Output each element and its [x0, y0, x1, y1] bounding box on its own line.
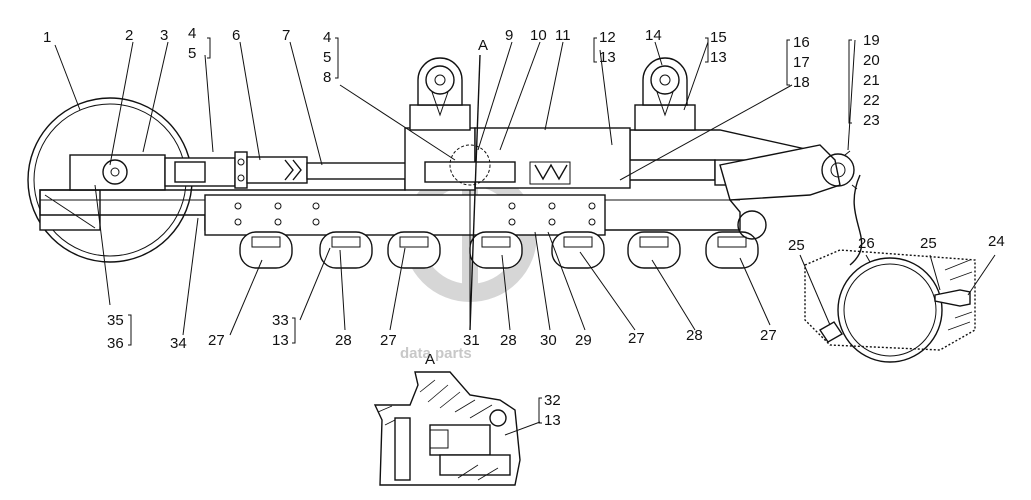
pivot-end: [719, 144, 858, 201]
carrier-roller-right: [634, 57, 696, 131]
callout-25-left: 25: [788, 237, 805, 254]
callout-36: 36: [107, 335, 124, 352]
callout-2: 2: [125, 27, 133, 44]
callout-16: 16: [793, 34, 810, 51]
callout-27-c: 27: [628, 330, 645, 347]
callout-27-a: 27: [208, 332, 225, 349]
callout-19: 19: [863, 32, 880, 49]
callout-8: 8: [323, 69, 331, 86]
callout-29: 29: [575, 332, 592, 349]
callout-1: 1: [43, 29, 51, 46]
idler-yoke: [69, 151, 248, 191]
callout-21: 21: [863, 72, 880, 89]
section-a-view: [373, 371, 542, 486]
leader-lines: [54, 37, 856, 346]
callout-15: 15: [710, 29, 727, 46]
callout-13-bottom: 13: [272, 332, 289, 349]
callout-31: 31: [463, 332, 480, 349]
callout-28-a: 28: [335, 332, 352, 349]
callout-14: 14: [645, 27, 662, 44]
callout-33: 33: [272, 312, 289, 329]
callout-5b: 5: [323, 49, 331, 66]
callout-3: 3: [160, 27, 168, 44]
callout-4: 4: [188, 25, 196, 42]
track-roller: [627, 231, 681, 269]
track-roller: [319, 231, 373, 269]
callout-35: 35: [107, 312, 124, 329]
section-marker-a: A: [478, 37, 488, 54]
recoil-cylinder: [246, 156, 408, 184]
callout-25-right: 25: [920, 235, 937, 252]
callout-24: 24: [988, 233, 1005, 250]
track-roller: [705, 231, 759, 269]
callout-28-b: 28: [500, 332, 517, 349]
callout-10: 10: [530, 27, 547, 44]
callout-20: 20: [863, 52, 880, 69]
callout-12: 12: [599, 29, 616, 46]
track-roller: [469, 231, 523, 269]
watermark-text: data parts: [400, 345, 472, 362]
callout-13-section: 13: [544, 412, 561, 429]
side-plate: [204, 194, 606, 236]
callout-7: 7: [282, 27, 290, 44]
callout-32: 32: [544, 392, 561, 409]
callout-17: 17: [793, 54, 810, 71]
callout-23: 23: [863, 112, 880, 129]
section-a-marker: [449, 54, 491, 331]
callout-11: 11: [555, 27, 571, 44]
callout-6: 6: [232, 27, 240, 44]
callout-5: 5: [188, 45, 196, 62]
callout-9: 9: [505, 27, 513, 44]
callout-27-d: 27: [760, 327, 777, 344]
callout-30: 30: [540, 332, 557, 349]
pin-detail-view: [799, 174, 996, 363]
callout-13-right: 13: [710, 49, 727, 66]
callout-4b: 4: [323, 29, 331, 46]
callout-28-c: 28: [686, 327, 703, 344]
callout-26: 26: [858, 235, 875, 252]
section-a-title: A: [425, 351, 435, 368]
track-roller: [387, 231, 441, 269]
callout-22: 22: [863, 92, 880, 109]
callout-27-b: 27: [380, 332, 397, 349]
track-roller: [551, 231, 605, 269]
carrier-roller-left: [409, 57, 471, 131]
rear-roller: [737, 210, 767, 240]
callout-13-top: 13: [599, 49, 616, 66]
callout-labels: 1 2 3 4 5 6 7 4 5 8 A 9 10 11 12 13 14 1…: [43, 25, 1005, 429]
track-roller: [239, 231, 293, 269]
track-rollers: [239, 210, 767, 269]
callout-18: 18: [793, 74, 810, 91]
callout-34: 34: [170, 335, 187, 352]
